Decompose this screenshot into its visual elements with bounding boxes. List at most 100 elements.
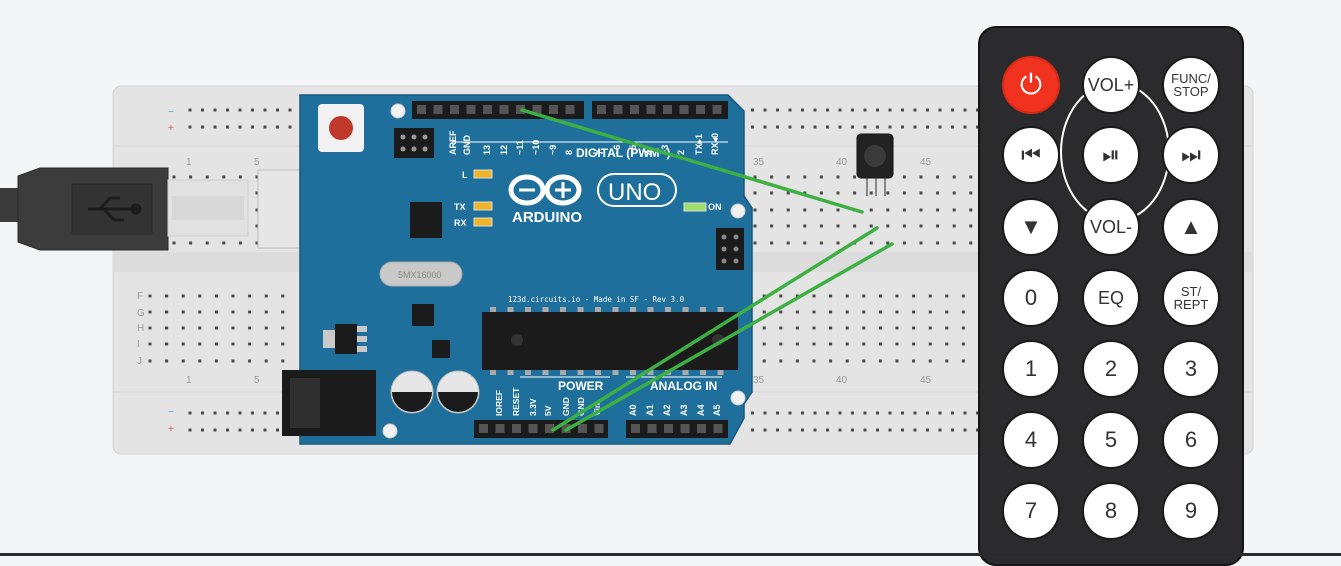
breadboard-hole: [226, 428, 229, 432]
breadboard-hole: [936, 191, 940, 195]
pin-label: TX▸1: [694, 134, 704, 155]
up-arrow-icon: ▲: [1180, 214, 1202, 239]
breadboard-hole: [248, 359, 252, 363]
breadboard-hole: [753, 208, 757, 212]
breadboard-hole: [913, 125, 917, 129]
col-number: 45: [920, 157, 932, 168]
eq-button[interactable]: EQ: [1082, 269, 1140, 327]
breadboard-hole: [895, 310, 899, 314]
breadboard-hole: [876, 428, 879, 432]
eq-label: EQ: [1097, 287, 1124, 308]
digit-9-button[interactable]: 9: [1162, 482, 1220, 540]
breadboard-hole: [938, 108, 942, 112]
breadboard-hole: [753, 175, 757, 179]
breadboard-hole: [788, 125, 792, 129]
pin-label: ~11: [515, 140, 525, 155]
st-rept-label-1: ST/: [1180, 284, 1202, 299]
power-pin-label: Vin: [592, 403, 602, 416]
st-rept-button[interactable]: ST/REPT: [1162, 269, 1220, 327]
breadboard-hole: [826, 428, 829, 432]
breadboard-hole: [945, 294, 949, 298]
analog-pin-label: A1: [645, 404, 655, 416]
breadboard-hole: [770, 224, 774, 228]
breadboard-hole: [226, 411, 229, 415]
breadboard-hole: [876, 411, 879, 415]
digit-4-button[interactable]: 4: [1002, 411, 1060, 469]
breadboard-hole: [819, 224, 823, 228]
ir-receiver[interactable]: [856, 133, 894, 196]
breadboard-hole: [255, 191, 259, 195]
next-button[interactable]: ⏭: [1162, 126, 1220, 184]
wire-signal-pin11[interactable]: [520, 108, 864, 214]
breadboard-hole: [945, 326, 949, 330]
breadboard-hole: [770, 175, 774, 179]
breadboard-hole: [770, 241, 774, 245]
breadboard-hole: [751, 108, 754, 112]
breadboard-hole: [776, 411, 779, 415]
play-pause-button[interactable]: ⏯: [1082, 126, 1140, 184]
breadboard-hole: [945, 359, 949, 363]
digit-3-button[interactable]: 3: [1162, 340, 1220, 398]
vol-up-button[interactable]: VOL+: [1082, 56, 1140, 114]
pin-label: ~9: [548, 145, 558, 155]
digit-8-button[interactable]: 8: [1082, 482, 1140, 540]
analog-label: ANALOG IN: [650, 379, 717, 393]
breadboard-hole: [255, 208, 259, 212]
breadboard-hole: [801, 428, 804, 432]
led-on: [683, 202, 707, 212]
breadboard-hole: [926, 411, 929, 415]
side-header: [716, 228, 744, 270]
breadboard-hole: [812, 310, 816, 314]
breadboard-hole: [969, 191, 973, 195]
breadboard-hole: [969, 208, 973, 212]
pin-label: 13: [482, 145, 492, 155]
breadboard-hole: [913, 411, 917, 415]
col-number: 1: [186, 375, 192, 386]
breadboard-hole: [888, 411, 892, 415]
breadboard-hole: [263, 108, 267, 112]
digit-6-button[interactable]: 6: [1162, 411, 1220, 469]
breadboard-hole: [786, 241, 790, 245]
breadboard-hole: [214, 342, 218, 346]
breadboard-hole: [919, 241, 923, 245]
analog-header: [626, 420, 728, 438]
row-letter: J: [137, 356, 142, 367]
up-button[interactable]: ▲: [1162, 198, 1220, 256]
breadboard-hole: [248, 294, 252, 298]
breadboard-hole: [952, 224, 956, 228]
reset-button-cap[interactable]: [329, 116, 353, 140]
down-button[interactable]: ▼: [1002, 198, 1060, 256]
breadboard-hole: [869, 241, 873, 245]
breadboard-hole: [188, 411, 192, 415]
digit-2-button[interactable]: 2: [1082, 340, 1140, 398]
vol-down-button[interactable]: VOL-: [1082, 198, 1140, 256]
wire-5v[interactable]: [551, 226, 879, 432]
breadboard-hole: [189, 175, 193, 179]
vol-up-label: VOL+: [1087, 74, 1135, 95]
breadboard-hole: [976, 108, 979, 112]
breadboard-hole: [762, 310, 766, 314]
breadboard-hole: [762, 294, 766, 298]
digit-5-button[interactable]: 5: [1082, 411, 1140, 469]
breadboard-hole: [851, 411, 854, 415]
digit-7-button[interactable]: 7: [1002, 482, 1060, 540]
wire-gnd[interactable]: [564, 242, 894, 432]
led-tx: [473, 201, 493, 211]
power-button[interactable]: ⏻: [1002, 56, 1060, 114]
col-number: 40: [836, 157, 848, 168]
breadboard-hole: [248, 326, 252, 330]
ir-remote[interactable]: ⏻ VOL+ FUNC/STOP ⏮ ⏯ ⏭ ▼ VOL- ▲ 0 EQ ST/…: [978, 26, 1244, 566]
breadboard-hole: [803, 175, 807, 179]
prev-button[interactable]: ⏮: [1002, 126, 1060, 184]
digit-1-button[interactable]: 1: [1002, 340, 1060, 398]
col-number: 5: [254, 375, 260, 386]
wires[interactable]: [520, 108, 894, 432]
func-stop-button[interactable]: FUNC/STOP: [1162, 56, 1220, 114]
breadboard-hole: [255, 175, 259, 179]
breadboard-hole: [928, 359, 932, 363]
col-number: 1: [186, 157, 192, 168]
digit-0-button[interactable]: 0: [1002, 269, 1060, 327]
breadboard-hole: [198, 294, 202, 298]
